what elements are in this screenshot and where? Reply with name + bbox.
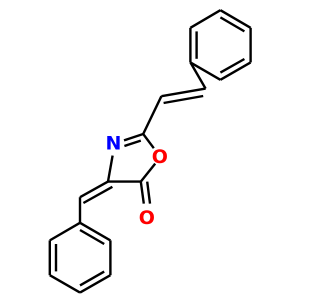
- carbonyl-oxygen-label: O: [139, 207, 155, 229]
- oxazolone-ring: [106, 132, 157, 183]
- vinyl-linker: [142, 61, 207, 135]
- ring-oxygen-label: O: [152, 146, 168, 168]
- ring-nitrogen-label: N: [105, 132, 121, 154]
- lower-phenyl-ring: [48, 221, 112, 294]
- structure-diagram: N O O: [48, 9, 252, 294]
- benzylidene-linker: [78, 180, 113, 223]
- upper-phenyl-ring: [189, 9, 252, 81]
- carbonyl-group: [139, 181, 152, 204]
